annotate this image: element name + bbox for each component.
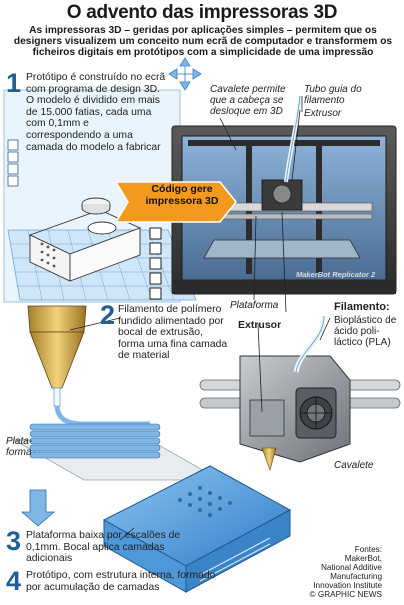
step-4-number: 4 [6, 566, 22, 596]
extrusor-top-label: Extrusor [304, 108, 342, 119]
design-screen [3, 57, 202, 303]
step-2-text: Filamento de polímero fundido alimentado… [118, 304, 228, 362]
platform-closeup [12, 423, 222, 527]
cavalete-top-label: Cavalete permite que a cabeça se desloqu… [210, 84, 286, 117]
code-callout-arrow [114, 181, 237, 223]
filamento-description: Bioplástico de ácido poli-láctico (PLA) [334, 315, 397, 348]
page-title: O advento das impressoras 3D [66, 2, 338, 23]
step-4-text: Protótipo, com estrutura interna, formad… [26, 570, 216, 593]
prototype-model [102, 465, 292, 593]
sources-line: MakerBot, [344, 554, 382, 563]
extrusor-mid-label: Extrusor [238, 319, 282, 331]
tubo-guia-label: Tubo guia do filamento [304, 84, 362, 106]
sources-line: National Additive [321, 563, 382, 572]
sources-line: Manufacturing [330, 572, 382, 581]
sources-line: Innovation Institute [313, 581, 382, 590]
plataforma-mid-label: Plataforma [230, 300, 279, 311]
extruder-assembly [199, 315, 401, 471]
code-callout-label: Código gere impressora 3D [145, 183, 219, 207]
page-subtitle: As impressoras 3D – geridas por aplicaçõ… [13, 25, 393, 59]
step-1-number: 1 [6, 68, 22, 98]
step-3-text: Plataforma baixa por escalões de 0,1mm. … [26, 530, 181, 565]
sources-block: Fontes: MakerBot, National Additive Manu… [313, 545, 382, 590]
step-1-text: Protótipo é construído no ecrã com progr… [26, 72, 166, 153]
step-2-number: 2 [100, 300, 116, 330]
sources-line: Fontes: [354, 545, 382, 554]
plataforma-left-label: Plata-forma [6, 436, 33, 458]
cavalete-bottom-label: Cavalete [334, 460, 374, 471]
copyright: © GRAPHIC NEWS [309, 590, 382, 599]
move-cursor-icon [168, 57, 202, 91]
step-3-number: 3 [6, 526, 22, 556]
filamento-title: Filamento: [334, 301, 390, 313]
printer-brand-label: MakerBot Replicator 2 [296, 270, 376, 279]
